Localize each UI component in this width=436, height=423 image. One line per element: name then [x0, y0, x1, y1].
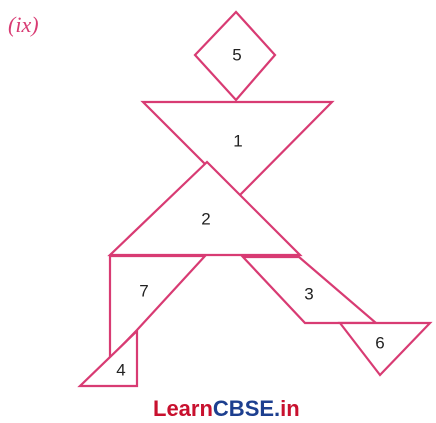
watermark-in: in [280, 396, 300, 421]
piece-4-label: 4 [116, 360, 125, 379]
piece-2-label: 2 [201, 209, 210, 228]
watermark-cbse: CBSE [213, 396, 274, 421]
piece-6-label: 6 [375, 333, 384, 352]
piece-3-label: 3 [304, 284, 313, 303]
piece-1-label: 1 [233, 131, 242, 150]
figure-label: (ix) [8, 12, 39, 37]
piece-4-triangle [80, 331, 137, 386]
piece-6-triangle [340, 323, 430, 375]
piece-7-label: 7 [139, 281, 148, 300]
learncbse-watermark: LearnCBSE.in [153, 396, 300, 421]
piece-5-label: 5 [232, 45, 241, 64]
watermark-learn: Learn [153, 396, 213, 421]
